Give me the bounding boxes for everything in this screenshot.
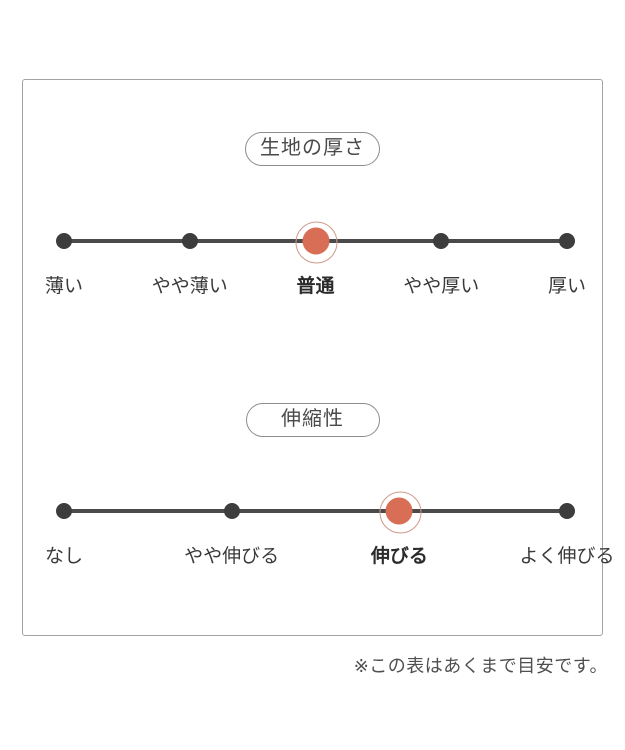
scale-label: 厚い [547, 276, 587, 297]
stretch-scale-track [56, 491, 575, 533]
track-line [64, 509, 567, 513]
scale-label-selected: 普通 [296, 276, 335, 297]
fabric-spec-panel: 生地の厚さ 薄い やや薄い 普通 やや厚い 厚い 伸縮性 [22, 79, 615, 636]
scale-dot [56, 233, 72, 249]
scale-label: なし [44, 546, 84, 567]
thickness-scale-track [56, 221, 575, 263]
stretch-scale-labels: なし やや伸びる 伸びる よく伸びる [45, 545, 615, 569]
scale-label: よく伸びる [519, 546, 615, 567]
scale-label: やや薄い [151, 276, 228, 297]
thickness-scale-section: 生地の厚さ 薄い やや薄い 普通 やや厚い 厚い [23, 80, 602, 299]
thickness-scale-title: 生地の厚さ [245, 132, 380, 166]
stretch-scale-title: 伸縮性 [245, 403, 380, 437]
scale-dot [559, 503, 575, 519]
scale-dot [181, 233, 198, 249]
scale-dot [223, 503, 240, 519]
scale-dot [559, 233, 575, 249]
stretch-scale-section: 伸縮性 なし やや伸びる 伸びる よく伸びる [23, 299, 615, 569]
selected-scale-dot [295, 221, 338, 263]
scale-dot [433, 233, 450, 249]
scale-label: 薄い [44, 276, 84, 297]
scale-dot [56, 503, 72, 519]
scale-label-selected: 伸びる [370, 546, 428, 567]
scale-label: やや厚い [403, 276, 480, 297]
selected-scale-dot [379, 491, 422, 533]
scale-label: やや伸びる [184, 546, 280, 567]
thickness-scale-labels: 薄い やや薄い 普通 やや厚い 厚い [45, 275, 586, 299]
disclaimer-note: ※この表はあくまで目安です。 [353, 656, 608, 676]
